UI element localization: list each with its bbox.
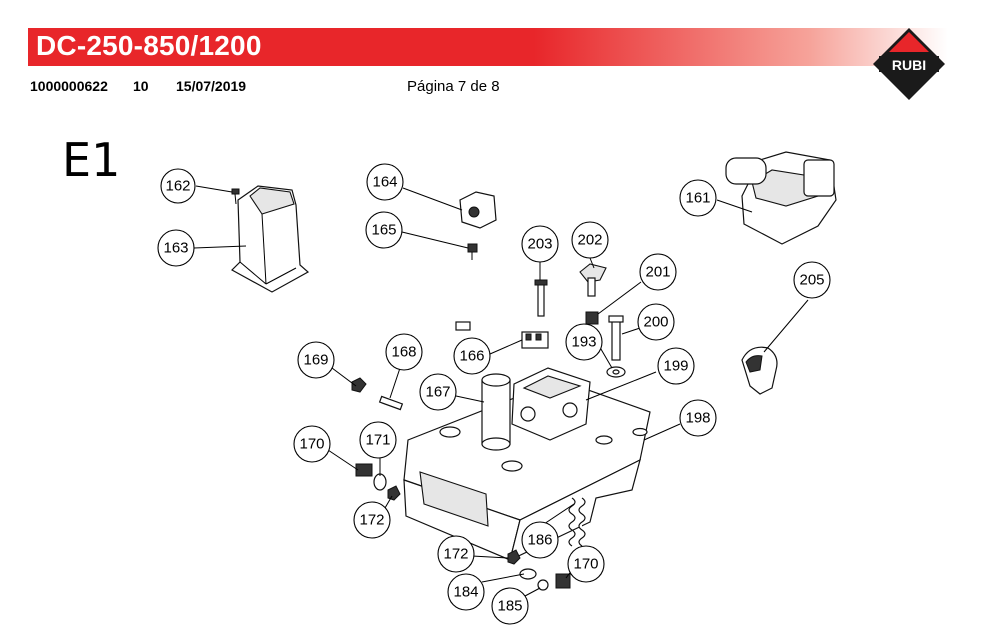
callout-170-left: 170 (293, 425, 331, 463)
part-172-nut-left (387, 485, 401, 501)
callout-202: 202 (571, 221, 609, 259)
svg-text:186: 186 (527, 532, 552, 549)
svg-text:166: 166 (459, 348, 484, 365)
part-164-clip (459, 191, 497, 229)
section-label: E1 (62, 133, 121, 187)
callout-199: 199 (657, 347, 695, 385)
part-172-nut-bottom (507, 549, 521, 565)
part-199-electrical-box (511, 367, 591, 441)
document-revision: 10 (133, 78, 149, 94)
callout-166: 166 (453, 337, 491, 375)
part-185-ring (537, 579, 549, 591)
part-171-washer (373, 473, 387, 491)
part-205-clamp (741, 346, 778, 395)
part-168-pin (378, 395, 404, 411)
callout-186: 186 (521, 521, 559, 559)
part-169-nut (351, 377, 367, 393)
svg-text:198: 198 (685, 410, 710, 427)
callout-161: 161 (679, 179, 717, 217)
part-165-screw (467, 243, 478, 260)
part-186-spring (568, 497, 586, 547)
page-indicator: Página 7 de 8 (407, 78, 500, 95)
svg-text:172: 172 (443, 546, 468, 563)
svg-text:172: 172 (359, 512, 384, 529)
part-184-washer (519, 568, 537, 580)
svg-text:200: 200 (643, 314, 668, 331)
document-title: DC-250-850/1200 (36, 30, 262, 61)
callout-193: 193 (565, 323, 603, 361)
svg-text:201: 201 (645, 264, 670, 281)
svg-text:171: 171 (365, 432, 390, 449)
callout-198: 198 (679, 399, 717, 437)
svg-text:165: 165 (371, 222, 396, 239)
part-200-pin (608, 315, 624, 361)
callout-172-bottom: 172 (437, 535, 475, 573)
svg-text:199: 199 (663, 358, 688, 375)
svg-text:168: 168 (391, 344, 416, 361)
callout-184: 184 (447, 573, 485, 611)
part-167-cylinder (481, 373, 511, 451)
callout-203: 203 (521, 225, 559, 263)
svg-text:162: 162 (165, 178, 190, 195)
svg-text:170: 170 (299, 436, 324, 453)
svg-text:170: 170 (573, 556, 598, 573)
callout-171: 171 (359, 421, 397, 459)
document-code: 1000000622 (30, 78, 108, 94)
part-163-housing (231, 185, 310, 293)
callout-165: 165 (365, 211, 403, 249)
svg-text:205: 205 (799, 272, 824, 289)
callout-201: 201 (639, 253, 677, 291)
callout-168: 168 (385, 333, 423, 371)
leader-lines (193, 185, 809, 597)
rubi-logo: RUBI (873, 28, 945, 100)
svg-text:184: 184 (453, 584, 478, 601)
svg-text:164: 164 (372, 174, 397, 191)
part-166-terminal-block (455, 321, 549, 349)
svg-text:169: 169 (303, 352, 328, 369)
callout-170-bottom: 170 (567, 545, 605, 583)
logo-text: RUBI (892, 57, 926, 73)
part-202-knob (579, 263, 607, 297)
callout-185: 185 (491, 587, 529, 625)
part-170-connector-left (355, 463, 373, 477)
callout-205: 205 (793, 261, 831, 299)
part-203-bolt (534, 279, 548, 317)
part-161-motor-housing (725, 151, 837, 245)
svg-text:193: 193 (571, 334, 596, 351)
callout-163: 163 (157, 229, 195, 267)
svg-text:167: 167 (425, 384, 450, 401)
callout-169: 169 (297, 341, 335, 379)
callout-172-left: 172 (353, 501, 391, 539)
callout-167: 167 (419, 373, 457, 411)
callout-164: 164 (366, 163, 404, 201)
svg-text:202: 202 (577, 232, 602, 249)
callout-200: 200 (637, 303, 675, 341)
svg-text:203: 203 (527, 236, 552, 253)
callout-162: 162 (160, 168, 196, 204)
document-date: 15/07/2019 (176, 78, 247, 94)
part-201-spring (585, 311, 599, 325)
svg-text:185: 185 (497, 598, 522, 615)
title-banner: DC-250-850/1200 (28, 28, 948, 66)
svg-text:163: 163 (163, 240, 188, 257)
svg-text:161: 161 (685, 190, 710, 207)
part-193-washer (606, 366, 626, 378)
